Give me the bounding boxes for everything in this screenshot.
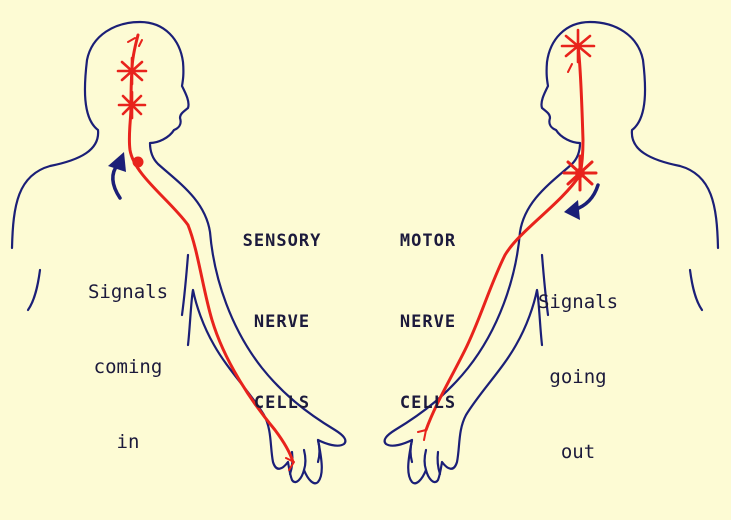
sensory-label-line-2: NERVE (226, 309, 338, 336)
signals-coming-in-label: Signals coming in (70, 230, 186, 505)
incoming-arrowhead (108, 152, 126, 172)
sensory-nerve-cell-upper (118, 58, 146, 84)
incoming-label-line-3: in (70, 430, 186, 455)
sensory-label-line-3: CELLS (226, 390, 338, 417)
sensory-label-line-1: SENSORY (226, 228, 338, 255)
incoming-label-line-1: Signals (70, 280, 186, 305)
signals-going-out-label: Signals going out (528, 240, 628, 515)
motor-nerve-cell-core (575, 168, 585, 178)
outgoing-label-line-2: going (528, 365, 628, 390)
sensory-nerve-cell-lower (119, 92, 145, 118)
outgoing-arrowhead (564, 200, 580, 220)
incoming-label-line-2: coming (70, 355, 186, 380)
motor-nerve-cell-head (562, 30, 594, 62)
motor-label-line-1: MOTOR (386, 228, 470, 255)
right-back-line (690, 270, 702, 310)
outgoing-label-line-1: Signals (528, 290, 628, 315)
left-back-line (28, 270, 40, 310)
motor-label-line-2: NERVE (386, 309, 470, 336)
outgoing-label-line-3: out (528, 440, 628, 465)
motor-label-line-3: CELLS (386, 390, 470, 417)
motor-nerve-cells-label: MOTOR NERVE CELLS (386, 174, 470, 471)
sensory-nerve-cell-body (133, 157, 144, 168)
sensory-nerve-cells-label: SENSORY NERVE CELLS (226, 174, 338, 471)
